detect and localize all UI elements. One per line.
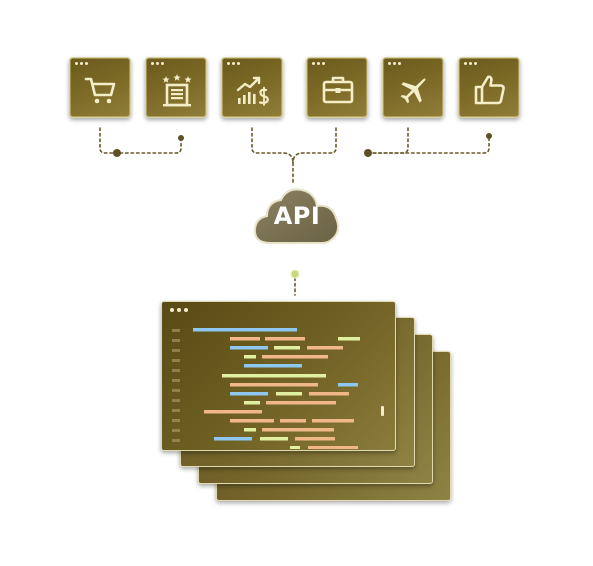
hotel-building-icon: [162, 74, 192, 107]
api-cloud: [253, 188, 340, 244]
finance-tile: [221, 57, 283, 118]
code-lines: [172, 328, 384, 449]
social-tile: [458, 57, 520, 118]
shopping-cart-icon: [84, 77, 116, 104]
business-tile: [306, 57, 368, 118]
api-label: API: [273, 202, 321, 230]
airplane-icon: [400, 78, 426, 104]
window-controls: [170, 308, 188, 312]
endpoint-dot: [290, 269, 300, 279]
shopping-tile: [69, 57, 131, 118]
scrollbar-thumb: [381, 406, 384, 416]
finance-chart-icon: [236, 76, 269, 106]
briefcase-icon: [322, 76, 354, 104]
travel-tile: [382, 57, 444, 118]
thumbs-up-icon: [474, 75, 505, 105]
hotel-tile: [145, 57, 207, 118]
code-window-front: [161, 301, 396, 451]
